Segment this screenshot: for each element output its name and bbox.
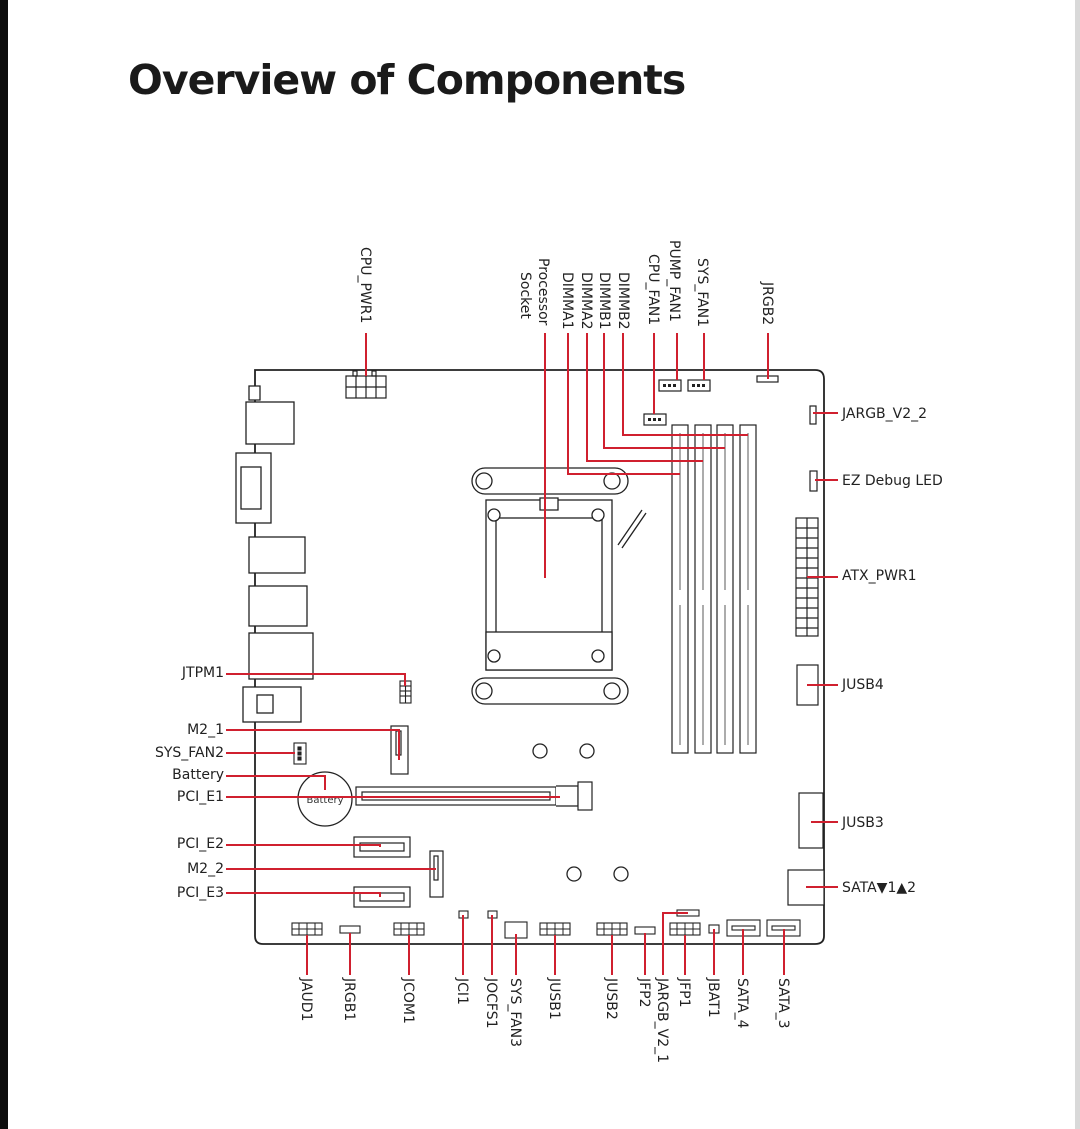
page-left-edge xyxy=(0,0,8,1129)
label-m2-1: M2_1 xyxy=(187,722,224,738)
label-sata-1-2: SATA▼1▲2 xyxy=(842,880,916,896)
label-cpu-pwr1: CPU_PWR1 xyxy=(357,247,373,323)
label-jtpm1: JTPM1 xyxy=(181,665,224,681)
label-pci-e3: PCI_E3 xyxy=(177,885,224,901)
callout-leader-lines xyxy=(226,333,838,975)
label-sys-fan1: SYS_FAN1 xyxy=(694,258,710,327)
bottom-edge-headers xyxy=(291,909,801,939)
label-jusb2: JUSB2 xyxy=(603,977,619,1020)
label-dimmb1: DIMMB1 xyxy=(596,272,612,330)
fan-header-pins xyxy=(648,384,705,421)
label-jusb3: JUSB3 xyxy=(841,815,884,831)
label-jusb1: JUSB1 xyxy=(546,977,562,1020)
right-labels: JARGB_V2_2 EZ Debug LED ATX_PWR1 JUSB4 J… xyxy=(841,406,943,896)
label-battery: Battery xyxy=(172,767,224,783)
cpu-power-connector xyxy=(345,370,387,399)
label-dimma1: DIMMA1 xyxy=(559,272,575,330)
label-m2-2: M2_2 xyxy=(187,861,224,877)
label-jargb-v2-1: JARGB_V2_1 xyxy=(654,977,670,1063)
label-jaud1: JAUD1 xyxy=(298,977,314,1021)
label-pump-fan1: PUMP_FAN1 xyxy=(666,240,682,322)
dimm-slots xyxy=(671,424,757,754)
label-processor-socket: Processor Socket xyxy=(517,258,551,330)
battery-board-text: Battery xyxy=(306,795,343,806)
mounting-holes xyxy=(532,743,629,882)
motherboard-outline xyxy=(254,369,825,945)
label-jfp2: JFP2 xyxy=(636,977,652,1008)
rear-io-ports xyxy=(235,385,314,723)
label-sata-3: SATA_3 xyxy=(775,978,791,1029)
label-ez-debug-led: EZ Debug LED xyxy=(842,473,943,489)
label-jrgb2: JRGB2 xyxy=(759,281,775,325)
page-right-edge xyxy=(1075,0,1080,1129)
page-title: Overview of Components xyxy=(128,56,686,104)
top-labels: CPU_PWR1 Processor Socket DIMMA1 DIMMA2 … xyxy=(357,240,775,330)
label-pci-e1: PCI_E1 xyxy=(177,789,224,805)
label-jocfs1: JOCFS1 xyxy=(483,977,499,1029)
bottom-header-pins xyxy=(292,923,700,935)
label-dimmb2: DIMMB2 xyxy=(615,272,631,330)
label-jrgb1: JRGB1 xyxy=(341,977,357,1021)
label-jci1: JCI1 xyxy=(454,977,470,1005)
label-dimma2: DIMMA2 xyxy=(578,272,594,330)
label-cpu-fan1: CPU_FAN1 xyxy=(645,254,661,325)
label-atx-pwr1: ATX_PWR1 xyxy=(842,568,917,584)
label-jbat1: JBAT1 xyxy=(705,977,721,1018)
dimm-slot-channels xyxy=(679,433,749,745)
label-sys-fan2: SYS_FAN2 xyxy=(155,745,224,761)
label-jusb4: JUSB4 xyxy=(841,677,884,693)
label-sata-4: SATA_4 xyxy=(734,978,750,1029)
right-edge-connectors xyxy=(787,664,825,906)
processor-socket xyxy=(471,467,647,705)
sys-fan2-header xyxy=(293,742,307,765)
cmos-battery: Battery xyxy=(297,771,353,827)
pcie-slots xyxy=(353,781,593,908)
left-labels: JTPM1 M2_1 SYS_FAN2 Battery PCI_E1 PCI_E… xyxy=(155,665,224,901)
bottom-labels: JAUD1 JRGB1 JCOM1 JCI1 JOCFS1 SYS_FAN3 J… xyxy=(298,977,791,1063)
label-jfp1: JFP1 xyxy=(676,977,692,1008)
label-jargb-v2-2: JARGB_V2_2 xyxy=(841,406,927,422)
label-processor-socket-group: Processor Socket xyxy=(517,258,551,330)
label-sys-fan3: SYS_FAN3 xyxy=(507,978,523,1047)
label-jcom1: JCOM1 xyxy=(400,977,416,1024)
label-pci-e2: PCI_E2 xyxy=(177,836,224,852)
